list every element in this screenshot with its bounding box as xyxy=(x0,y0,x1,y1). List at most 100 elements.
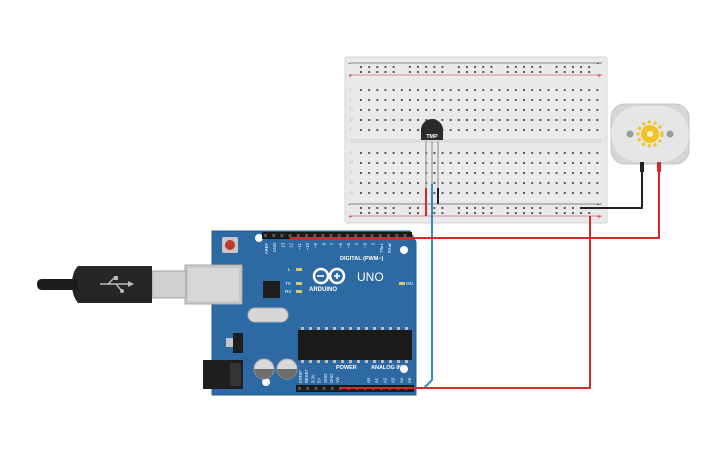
wire-motor-ground[interactable] xyxy=(580,172,643,209)
breadboard-hole xyxy=(596,152,599,154)
rail-hole xyxy=(555,207,558,209)
board-model: UNO xyxy=(357,270,384,284)
breadboard-hole xyxy=(588,152,591,154)
breadboard-hole xyxy=(539,152,542,154)
usb-plug-metal xyxy=(151,270,187,299)
led-l-label: L xyxy=(288,267,291,272)
arduino-uno-board[interactable]: L TX RX ON UNO ARDUINO DIGITAL (PWM~) PO… xyxy=(184,230,417,396)
breadboard-hole xyxy=(482,162,485,164)
breadboard-hole xyxy=(547,129,550,131)
breadboard-hole xyxy=(368,192,371,194)
breadboard-hole xyxy=(498,129,501,131)
rail-hole xyxy=(474,66,477,68)
breadboard-hole xyxy=(408,172,411,174)
breadboard-hole xyxy=(449,152,452,154)
usb-cable[interactable] xyxy=(37,266,187,303)
rail-hole xyxy=(392,207,395,209)
row-letter: f xyxy=(350,127,352,133)
rail-hole xyxy=(588,66,591,68)
header-hole xyxy=(329,234,333,237)
breadboard-hole xyxy=(563,172,566,174)
breadboard-hole xyxy=(571,152,574,154)
breadboard-hole xyxy=(523,99,525,101)
rail-hole xyxy=(555,212,558,214)
breadboard-hole xyxy=(400,89,403,91)
breadboard-hole xyxy=(490,89,493,91)
rail-hole xyxy=(465,71,468,73)
breadboard-hole xyxy=(490,119,493,121)
breadboard-hole xyxy=(368,89,371,91)
breadboard-hole xyxy=(498,172,501,174)
breadboard-hole xyxy=(392,129,395,131)
breadboard-hole xyxy=(547,119,550,121)
breadboard-hole xyxy=(498,99,501,101)
breadboard-hole xyxy=(384,182,387,184)
breadboard[interactable]: - + - + - + - + j i h g f e d c b a xyxy=(344,56,608,224)
chip-pin xyxy=(341,327,344,330)
breadboard-hole xyxy=(563,152,566,154)
reset-button-cap[interactable] xyxy=(225,240,235,250)
wires[interactable] xyxy=(290,172,660,389)
chip-pin xyxy=(397,360,400,363)
rail-minus-label-right: - xyxy=(597,61,600,68)
breadboard-hole xyxy=(596,172,599,174)
breadboard-hole xyxy=(400,119,403,121)
header-hole xyxy=(296,234,300,237)
led-rx-label: RX xyxy=(285,289,291,294)
breadboard-hole xyxy=(531,162,534,164)
header-hole xyxy=(298,387,301,390)
breadboard-hole xyxy=(498,152,501,154)
breadboard-hole xyxy=(588,119,591,121)
rail-hole xyxy=(571,66,574,68)
wire-motor-control[interactable] xyxy=(290,172,660,239)
breadboard-hole xyxy=(482,152,485,154)
breadboard-hole xyxy=(376,192,379,194)
rail-hole xyxy=(392,71,395,73)
breadboard-hole xyxy=(563,119,566,121)
rail-minus-label: - xyxy=(348,61,351,68)
breadboard-hole xyxy=(465,119,468,121)
row-letter: c xyxy=(350,170,353,176)
breadboard-hole xyxy=(449,109,452,111)
breadboard-hole xyxy=(482,182,485,184)
breadboard-hole xyxy=(449,162,452,164)
rail-hole xyxy=(580,71,583,73)
led-tx xyxy=(296,282,302,285)
breadboard-hole xyxy=(368,172,371,174)
breadboard-hole xyxy=(408,152,411,154)
breadboard-hole xyxy=(547,192,550,194)
breadboard-hole xyxy=(474,192,477,194)
breadboard-hole xyxy=(417,182,420,184)
row-letter: g xyxy=(350,117,353,123)
chip-pin xyxy=(301,360,304,363)
breadboard-hole xyxy=(571,129,574,131)
analog-header-label: ANALOG IN xyxy=(371,365,402,371)
rail-hole xyxy=(392,66,395,68)
led-rx xyxy=(296,290,302,293)
breadboard-hole xyxy=(482,192,485,194)
dc-motor[interactable] xyxy=(610,103,690,172)
chip-pin xyxy=(325,360,328,363)
temperature-sensor[interactable]: TMP xyxy=(421,119,443,188)
digital-header[interactable] xyxy=(262,232,412,239)
rail-hole xyxy=(580,212,583,214)
chip-pin xyxy=(309,360,312,363)
breadboard-hole xyxy=(417,119,420,121)
breadboard-hole xyxy=(490,99,493,101)
rail-hole xyxy=(425,66,428,68)
breadboard-hole xyxy=(474,119,477,121)
rail-plus-label-bottom: + xyxy=(348,214,352,221)
rail-hole xyxy=(360,66,362,68)
rail-hole xyxy=(555,71,558,73)
breadboard-hole xyxy=(384,172,387,174)
breadboard-hole xyxy=(555,99,558,101)
breadboard-hole xyxy=(360,109,362,111)
pin-label: AREF xyxy=(264,243,269,255)
breadboard-hole xyxy=(498,162,501,164)
breadboard-hole xyxy=(384,99,387,101)
power-header-label: POWER xyxy=(336,365,357,371)
breadboard-hole xyxy=(400,172,403,174)
mounting-hole xyxy=(400,365,408,373)
chip-pin xyxy=(389,360,392,363)
wire-5v[interactable] xyxy=(340,216,591,389)
